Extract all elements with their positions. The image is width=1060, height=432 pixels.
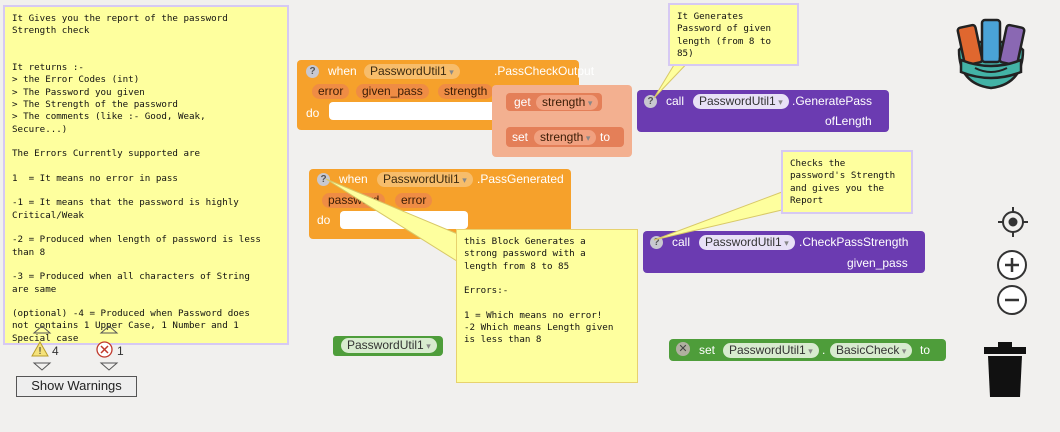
component-dropdown[interactable]: PasswordUtil1 [341,338,437,353]
to-label: to [600,130,611,144]
component-getter-block[interactable]: PasswordUtil1 [333,336,443,356]
do-label: do [306,106,320,120]
component-dropdown[interactable]: PasswordUtil1 [693,94,789,109]
method-name: .GeneratePass [792,94,873,108]
set-basic-check-block[interactable]: ✕ set PasswordUtil1 . BasicCheck to [669,339,946,361]
show-warnings-button[interactable]: Show Warnings [16,376,137,397]
param-error[interactable]: error [312,84,350,99]
component-dropdown[interactable]: PasswordUtil1 [364,64,460,79]
warning-up-arrow[interactable] [32,324,52,334]
property-dropdown[interactable]: BasicCheck [830,343,913,358]
comment-pointer [325,178,461,264]
backpack-icon[interactable] [953,10,1029,92]
comment-generate-pass[interactable]: It Generates Password of given length (f… [668,3,799,66]
call-label: call [666,94,685,108]
call-label: call [672,235,691,249]
set-strength-block[interactable]: set strength to [506,127,624,147]
when-label: when [339,172,368,186]
call-check-pass-strength[interactable]: ? call PasswordUtil1 .CheckPassStrength … [643,231,925,273]
arg-label: given_pass [847,256,908,270]
error-down-arrow[interactable] [99,362,119,372]
param-given-pass[interactable]: given_pass [356,84,429,99]
event-name: .PassGenerated [477,172,564,186]
get-label: get [514,95,531,109]
param-error[interactable]: error [395,193,433,208]
when-label: when [328,64,357,78]
warning-count: 4 [52,344,59,358]
dot-label: . [822,343,826,357]
trash-icon[interactable] [983,340,1027,398]
zoom-in-icon[interactable] [996,249,1028,281]
param-strength[interactable]: strength [438,84,494,99]
comment-check-strength[interactable]: Checks the password's Strength and gives… [781,150,913,214]
target-icon[interactable] [997,206,1029,238]
help-icon[interactable]: ? [306,65,319,78]
set-label: set [699,343,716,357]
component-dropdown[interactable]: PasswordUtil1 [723,343,819,358]
svg-text:!: ! [38,346,42,357]
get-strength-block[interactable]: get strength [506,93,602,111]
comment-pointer [653,191,783,241]
error-icon [96,341,113,358]
error-icon[interactable]: ✕ [676,342,690,356]
arg-label: ofLength [825,114,872,128]
error-up-arrow[interactable] [99,324,119,334]
help-icon[interactable]: ? [317,173,330,186]
warning-icon: ! [31,341,49,357]
floating-var-group[interactable]: get strength set strength to [492,85,632,157]
help-icon[interactable]: ? [650,236,663,249]
do-slot [329,102,497,120]
set-label: set [512,130,529,144]
zoom-out-icon[interactable] [996,284,1028,316]
comment-pass-generated[interactable]: this Block Generates a strong password w… [456,229,638,383]
warning-down-arrow[interactable] [32,362,52,372]
call-generate-pass[interactable]: ? call PasswordUtil1 .GeneratePass ofLen… [637,90,889,132]
method-name: .CheckPassStrength [799,235,909,249]
get-var-dropdown[interactable]: strength [536,95,599,110]
component-dropdown[interactable]: PasswordUtil1 [377,172,473,187]
to-label: to [920,343,931,357]
help-icon[interactable]: ? [644,95,657,108]
set-var-dropdown[interactable]: strength [534,130,597,145]
component-dropdown[interactable]: PasswordUtil1 [699,235,795,250]
do-label: do [317,213,331,227]
event-name: .PassCheckOutput [494,64,595,78]
error-count: 1 [117,344,124,358]
comment-password-report[interactable]: It Gives you the report of the password … [3,5,289,345]
